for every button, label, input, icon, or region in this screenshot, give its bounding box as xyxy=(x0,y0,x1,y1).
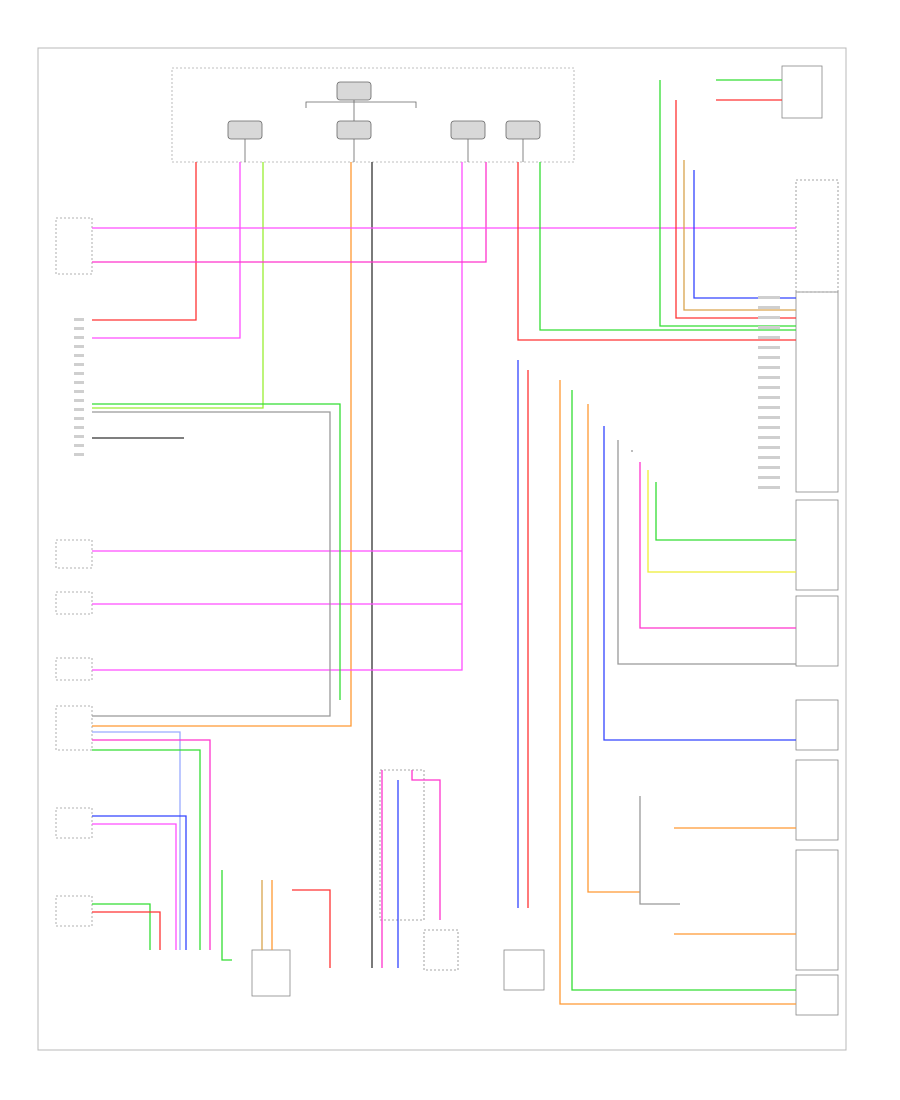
wire-pink-5 xyxy=(92,162,463,671)
terminal-mark xyxy=(74,372,84,375)
terminal-mark xyxy=(758,326,780,329)
terminal-marks xyxy=(74,296,780,489)
wire-green-16 xyxy=(92,403,341,700)
terminal-mark xyxy=(758,386,780,389)
top-fuse-block xyxy=(171,67,575,163)
wire-red-40 xyxy=(292,889,331,968)
terminal-mark xyxy=(74,453,84,456)
terminal-mark xyxy=(758,416,780,419)
wire-green-9 xyxy=(539,162,796,331)
terminal-mark xyxy=(758,456,780,459)
right-components xyxy=(781,65,839,1016)
wire-group xyxy=(92,79,796,1005)
wire-tan-12 xyxy=(683,160,796,311)
bottom-components xyxy=(251,769,545,997)
terminal-mark xyxy=(758,346,780,349)
terminal-mark xyxy=(74,345,84,348)
terminal-mark xyxy=(758,396,780,399)
terminal-mark xyxy=(74,399,84,402)
terminal-mark xyxy=(74,336,84,339)
wire-blue-13 xyxy=(693,170,796,299)
terminal-mark xyxy=(74,435,84,438)
terminal-mark xyxy=(74,444,84,447)
wire-blue-24 xyxy=(603,426,796,741)
wire-gray-17 xyxy=(92,411,331,717)
wire-orange-3 xyxy=(92,162,352,727)
terminal-mark xyxy=(758,306,780,309)
terminal-mark xyxy=(758,466,780,469)
wire-blue-33 xyxy=(92,815,187,950)
wire-orange-21 xyxy=(559,380,796,1005)
terminal-mark xyxy=(758,366,780,369)
terminal-mark xyxy=(758,426,780,429)
terminal-mark xyxy=(758,336,780,339)
terminal-mark xyxy=(74,354,84,357)
terminal-mark xyxy=(758,316,780,319)
wire-light_blue-30 xyxy=(92,731,181,950)
wire-green-39 xyxy=(221,870,232,961)
wire-gray-25 xyxy=(617,440,796,665)
wire-green-28 xyxy=(655,482,796,541)
wire-red-0 xyxy=(92,162,197,321)
terminal-mark xyxy=(74,426,84,429)
terminal-mark xyxy=(74,381,84,384)
terminal-mark xyxy=(758,376,780,379)
left-components xyxy=(55,217,93,927)
terminal-mark xyxy=(758,406,780,409)
wire-red-36 xyxy=(92,911,161,950)
wire-magenta-27 xyxy=(639,462,796,629)
wire-gray-44 xyxy=(639,796,680,905)
terminal-mark xyxy=(758,356,780,359)
terminal-mark xyxy=(758,436,780,439)
terminal-mark xyxy=(74,327,84,330)
wire-magenta-6 xyxy=(92,162,487,263)
terminal-mark xyxy=(74,390,84,393)
wire-magenta-31 xyxy=(92,739,211,950)
terminal-mark xyxy=(74,408,84,411)
terminal-mark xyxy=(758,486,780,489)
wire-pink-1 xyxy=(92,162,241,339)
wire-orange-23 xyxy=(587,404,640,893)
diagram-frame xyxy=(37,47,847,1051)
terminal-mark xyxy=(758,476,780,479)
terminal-mark xyxy=(74,417,84,420)
terminal-mark xyxy=(74,363,84,366)
wire-green-35 xyxy=(92,903,151,950)
wire-green-22 xyxy=(571,390,796,991)
terminal-mark xyxy=(74,318,84,321)
wire-yellow-29 xyxy=(647,470,796,573)
terminal-mark xyxy=(758,296,780,299)
wire-green-10 xyxy=(659,80,796,327)
wire-red-8 xyxy=(517,162,796,341)
wire-red-11 xyxy=(675,100,796,319)
wire-green-32 xyxy=(92,749,201,950)
terminal-mark xyxy=(758,446,780,449)
wire-light_green-2 xyxy=(92,162,264,409)
wire-magenta-43 xyxy=(411,770,441,920)
wire-pink-34 xyxy=(92,823,177,950)
